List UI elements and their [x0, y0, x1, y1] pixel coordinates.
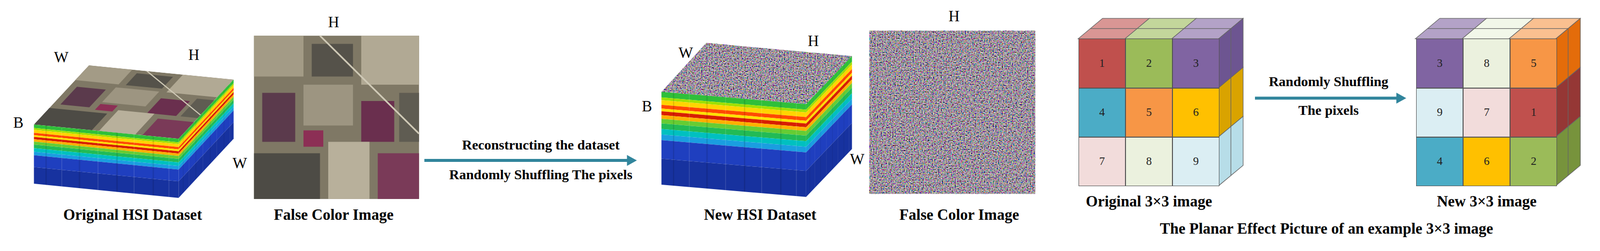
pixel-number: 3 [1193, 56, 1200, 70]
pixel-number: 1 [1099, 56, 1106, 70]
pixel-number: 5 [1146, 105, 1153, 119]
arrow-head [626, 154, 637, 166]
pixel-number: 9 [1193, 154, 1200, 168]
pixel-cube-faces [1078, 18, 1244, 186]
pixel-cell: 9 [1416, 87, 1464, 137]
arrow-text: Reconstructing the dataset [462, 137, 620, 153]
flow-arrow [1254, 92, 1407, 104]
pixel-cell: 8 [1125, 136, 1173, 186]
flow-arrow [424, 154, 638, 166]
pixel-number: 9 [1436, 105, 1443, 119]
pixel-grid-panel: Original 3×3 image 1 2 3 4 5 6 7 8 9 [1071, 14, 1252, 213]
pixel-cell: 3 [1416, 38, 1464, 88]
pixel-cube-faces [1415, 18, 1581, 186]
pixel-number: 4 [1436, 154, 1443, 168]
pixel-cell: 7 [1078, 136, 1126, 186]
pixel-cell: 9 [1172, 136, 1220, 186]
panel-caption: New HSI Dataset [703, 205, 817, 223]
pixel-number: 2 [1146, 56, 1153, 70]
pixel-cell: 8 [1463, 38, 1511, 88]
pixel-cell: 2 [1125, 38, 1173, 88]
axis-label: B [641, 97, 652, 115]
pixel-cell: 1 [1078, 38, 1126, 88]
pixel-number: 3 [1436, 56, 1443, 70]
pixel-number: 8 [1146, 154, 1153, 168]
shuffled-image [869, 30, 1036, 194]
pixel-grid-panel: New 3×3 image 3 8 5 9 7 1 4 6 2 [1410, 14, 1588, 213]
pixel-number: 6 [1193, 105, 1200, 119]
panel-caption: New 3×3 image [1436, 192, 1537, 210]
axis-label: W [678, 44, 693, 62]
axis-label: W [53, 48, 69, 66]
axis-label: B [13, 114, 24, 131]
pixel-number: 6 [1483, 154, 1490, 168]
pixel-cell: 4 [1078, 87, 1126, 137]
axis-label: H [328, 13, 340, 31]
pixel-number: 2 [1530, 154, 1537, 168]
arrow-text: Randomly Shuffling [1268, 74, 1389, 90]
arrow-line [424, 158, 629, 162]
false-color-image [254, 35, 420, 199]
pixel-cell: 5 [1125, 87, 1173, 137]
hsi-dataset-panel: Original HSI Dataset [8, 41, 237, 227]
image-panel: False Color Image [867, 8, 1039, 227]
pixel-number: 7 [1099, 154, 1106, 168]
pixel-cell: 7 [1463, 87, 1511, 137]
figure-caption: The Planar Effect Picture of an example … [1160, 219, 1494, 237]
axis-label: W [232, 154, 247, 172]
axis-label: H [188, 46, 200, 64]
pixel-number: 8 [1483, 56, 1490, 70]
hsi-cube [34, 65, 234, 198]
panel-caption: False Color Image [273, 205, 394, 223]
arrow-line [1254, 96, 1398, 100]
hsi-dataset-panel: New HSI Dataset [640, 28, 858, 227]
pixel-cell: 3 [1172, 38, 1220, 88]
arrow-text: Randomly Shuffling The pixels [449, 167, 633, 183]
pixel-cell: 5 [1510, 38, 1557, 88]
arrow-head [1396, 92, 1407, 104]
panel-caption: Original HSI Dataset [63, 205, 203, 223]
axis-label: H [807, 32, 819, 50]
pixel-cell: 6 [1463, 136, 1511, 186]
axis-label: H [948, 7, 960, 25]
pixel-cell: 6 [1172, 87, 1220, 137]
pixel-cell: 1 [1510, 87, 1557, 137]
image-panel: False Color Image [251, 14, 421, 227]
pixel-number: 5 [1530, 56, 1537, 70]
panel-caption: False Color Image [899, 205, 1019, 223]
panel-caption: Original 3×3 image [1085, 192, 1212, 210]
axis-label: W [849, 150, 865, 168]
pixel-cell: 4 [1416, 136, 1464, 186]
pixel-number: 7 [1483, 105, 1490, 119]
pixel-cell: 2 [1510, 136, 1557, 186]
pixel-number: 4 [1099, 105, 1106, 119]
arrow-text: The pixels [1298, 102, 1359, 119]
shuffled-hsi-cube [661, 43, 852, 197]
pixel-number: 1 [1530, 105, 1537, 119]
